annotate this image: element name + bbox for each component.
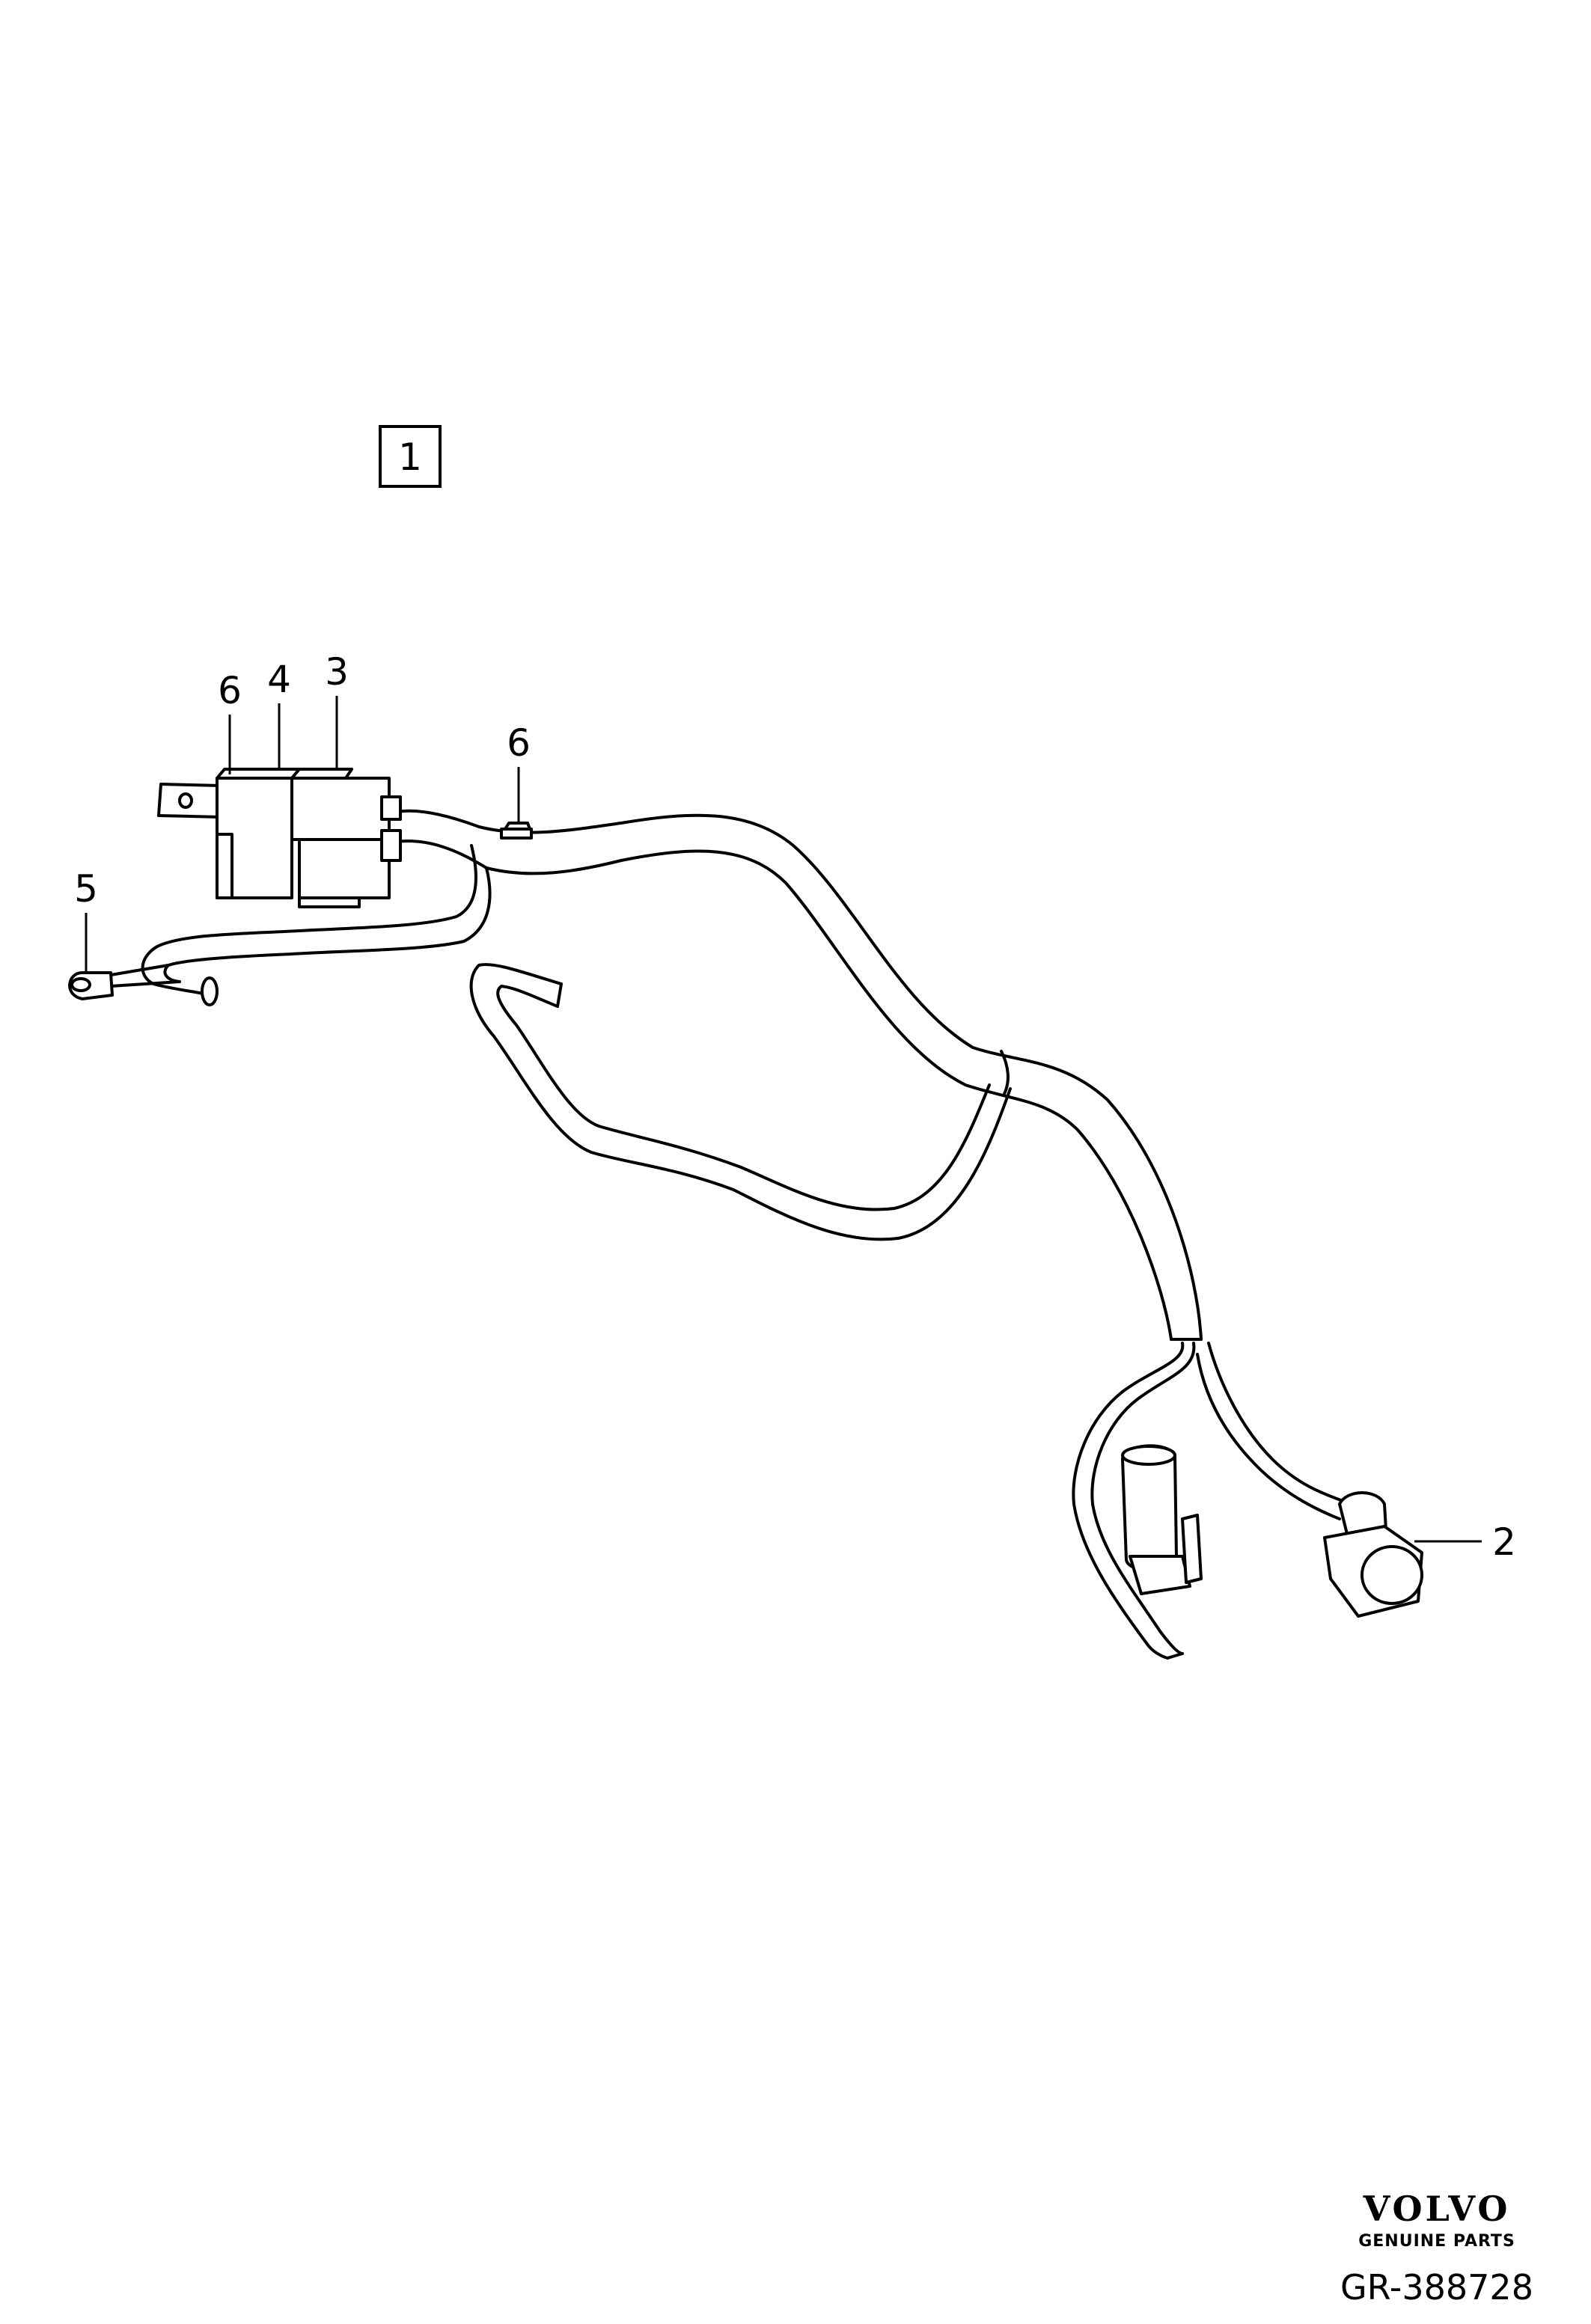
diagram-reference: GR-388728 [1340,2267,1533,2308]
harness-lower-branch [1072,1342,1423,1660]
callouts: 6 4 3 6 5 2 [74,650,1516,1564]
harness-loop-branch [469,963,1012,1241]
callout-relay-right: 3 [325,650,349,694]
ground-wire-end-cap [201,976,219,1006]
relay-assembly [157,768,402,908]
callout-clip: 6 [507,721,531,765]
cable-clip [500,822,533,840]
brand-logo: VOLVO GENUINE PARTS [1358,2189,1515,2251]
group-label-text: 1 [398,435,422,479]
callout-relay-left: 6 [218,669,242,712]
callout-ground-eyelet: 5 [74,867,98,911]
callout-relay-mid: 4 [267,658,291,701]
callout-connector: 2 [1492,1520,1516,1564]
ground-wire [68,844,492,1006]
brand-tagline: GENUINE PARTS [1358,2232,1515,2251]
brand-wordmark: VOLVO [1363,2189,1511,2229]
ground-eyelet-hole [70,977,91,992]
group-label-box: 1 [379,425,442,488]
harness-trunk [395,809,1203,1341]
